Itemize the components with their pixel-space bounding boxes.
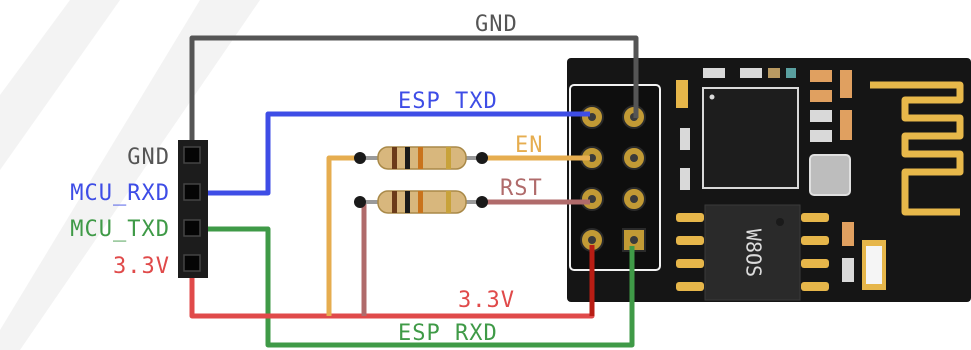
smd-capacitor — [768, 68, 780, 78]
smd-led-lens — [866, 246, 882, 284]
flash-lead — [676, 282, 704, 291]
resistor-band — [392, 191, 397, 213]
flash-lead — [676, 236, 704, 245]
header-pin-mcu-rxd — [183, 183, 201, 201]
smd-capacitor — [840, 110, 852, 140]
module-pin-header — [569, 84, 661, 271]
wire-esp-txd — [192, 111, 590, 196]
resistor-end — [476, 152, 488, 164]
flash-pin1-dot — [776, 218, 784, 226]
flash-leads — [676, 213, 829, 291]
header-pin-3v3 — [183, 254, 201, 272]
esp01-module: W8OS — [567, 58, 971, 302]
flash-lead — [676, 213, 704, 222]
flash-chip — [704, 204, 801, 301]
pin-hole — [630, 236, 638, 244]
label-gnd-wire: GND — [475, 12, 518, 37]
crystal — [809, 154, 851, 196]
flash-lead — [801, 213, 829, 222]
flash-lead — [801, 259, 829, 268]
resistor-end — [476, 196, 488, 208]
smd-resistor — [810, 90, 832, 102]
wire-power — [189, 245, 595, 319]
smd-capacitor — [786, 68, 796, 78]
wire-gnd — [189, 35, 639, 155]
pin-hole — [630, 195, 638, 203]
flash-lead — [676, 259, 704, 268]
smd-resistor — [680, 128, 690, 150]
wire-esp-rxd — [192, 226, 635, 348]
label-esp-txd: ESP_TXD — [398, 89, 498, 114]
resistor-en — [354, 146, 488, 170]
header-pin-mcu-txd — [183, 219, 201, 237]
resistor-band — [418, 147, 423, 169]
background-stripe-2 — [0, 0, 260, 350]
smd-resistor — [810, 130, 832, 142]
pin-hole — [588, 236, 596, 244]
smd-components — [676, 68, 886, 290]
flash-lead — [801, 236, 829, 245]
mcu-header — [178, 140, 208, 278]
flash-marking: W8OS — [742, 229, 766, 277]
wire-rst — [361, 199, 590, 316]
resistor-band — [405, 191, 410, 213]
smd-capacitor — [842, 222, 854, 246]
resistor-band — [392, 147, 397, 169]
resistor-band — [446, 147, 451, 169]
resistor-end — [354, 152, 366, 164]
resistor-band — [446, 191, 451, 213]
soc-pin1-dot — [709, 94, 715, 100]
label-header-gnd: GND — [127, 145, 170, 170]
label-rst: RST — [500, 176, 543, 201]
smd-resistor — [810, 70, 832, 82]
smd-capacitor — [842, 258, 854, 282]
wires — [189, 35, 639, 348]
resistor-band — [405, 147, 410, 169]
label-mcu-rxd: MCU_RXD — [70, 181, 170, 206]
resistor-band — [418, 191, 423, 213]
smd-capacitor — [676, 80, 688, 108]
background-stripe — [0, 0, 120, 170]
smd-resistor — [740, 68, 762, 78]
esp8266-soc — [702, 87, 799, 189]
label-3v3-wire: 3.3V — [458, 288, 515, 313]
smd-resistor — [703, 68, 725, 78]
flash-lead — [801, 282, 829, 291]
label-header-3v3: 3.3V — [113, 254, 170, 279]
smd-resistor — [810, 110, 832, 122]
resistor-end — [354, 196, 366, 208]
smd-resistor — [680, 168, 690, 190]
wire-en — [326, 155, 590, 316]
pcb-antenna — [870, 81, 964, 216]
label-en: EN — [515, 133, 544, 158]
pin-hole — [630, 154, 638, 162]
header-pin-gnd — [183, 146, 201, 164]
smd-capacitor — [840, 70, 852, 98]
label-esp-rxd: ESP_RXD — [398, 321, 498, 346]
resistor-rst — [354, 190, 488, 214]
label-mcu-txd: MCU_TXD — [70, 217, 170, 242]
